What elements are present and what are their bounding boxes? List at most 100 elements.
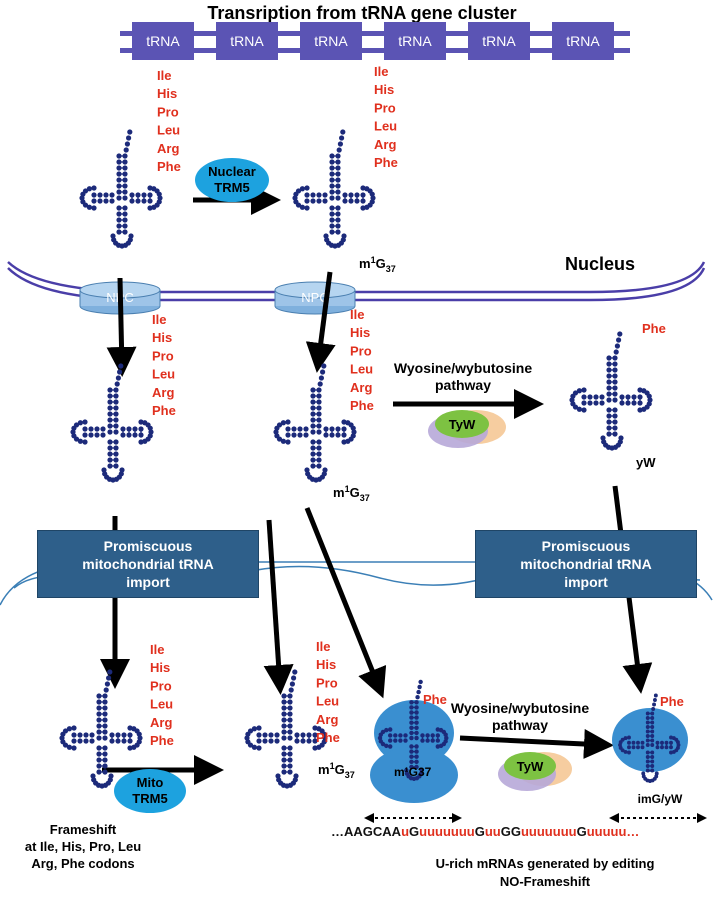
amino-acid-label: Leu xyxy=(157,123,180,138)
amino-acid-label: Ile xyxy=(374,64,388,79)
amino-acid-label: Leu xyxy=(374,119,397,134)
mrna-segment: G xyxy=(409,824,419,839)
npc-right-label: NPC xyxy=(301,290,328,305)
frameshift-line-3: Arg, Phe codons xyxy=(31,856,134,871)
mrna-segment: uuuuu… xyxy=(587,824,640,839)
trna-molecule xyxy=(292,129,376,249)
diagram-title: Transription from tRNA gene cluster xyxy=(207,3,516,23)
amino-acid-label: His xyxy=(374,82,394,97)
bottom-caption-1: U-rich mRNAs generated by editing xyxy=(436,856,655,871)
trna-molecule xyxy=(244,669,328,789)
amino-acid-label: Arg xyxy=(157,141,179,156)
amino-acid-label: Arg xyxy=(316,712,338,727)
mito-trm5-enzyme xyxy=(114,769,186,813)
trna-gene-label: tRNA xyxy=(398,33,432,49)
trna-molecule xyxy=(569,331,653,451)
amino-acid-label: Leu xyxy=(350,362,373,377)
npc-left xyxy=(79,281,161,315)
wyosine-pathway-label-cyto-2: pathway xyxy=(435,377,491,393)
trna-gene-box xyxy=(132,22,194,60)
mrna-segment: u xyxy=(401,824,409,839)
amino-acid-label: Arg xyxy=(374,137,396,152)
trna-gene-box xyxy=(552,22,614,60)
trna-molecule xyxy=(377,679,449,782)
nuclear-trm5-label-2: TRM5 xyxy=(214,180,249,195)
trna-gene-box xyxy=(384,22,446,60)
import-box-right-line-3: import xyxy=(564,574,608,590)
amino-acid-label: Leu xyxy=(150,697,173,712)
import-box-left-line-2: mitochondrial tRNA xyxy=(82,556,214,572)
arrow-wyosine-mito xyxy=(459,729,614,759)
import-box-left-line-1: Promiscuous xyxy=(103,538,193,554)
nuclear-trm5-enzyme xyxy=(195,158,269,202)
mito-trm5-label-2: TRM5 xyxy=(132,791,167,806)
mrna-sequence: …AAGCAAuGuuuuuuuGuuGGuuuuuuuGuuuuu… xyxy=(331,824,639,839)
amino-acid-label: Ile xyxy=(150,642,164,657)
m1g37-label-mito-blob: m¹G37 xyxy=(394,765,432,779)
mrna-segment: uu xyxy=(485,824,501,839)
m1g37-label-nuclear: m1G37 xyxy=(359,255,396,274)
arrows xyxy=(100,185,653,785)
m1g37-label-mito: m1G37 xyxy=(318,761,355,780)
mito-trm5-label-1: Mito xyxy=(137,775,164,790)
import-box-right-line-2: mitochondrial tRNA xyxy=(520,556,652,572)
amino-acid-label: Arg xyxy=(350,380,372,395)
amino-acid-label: His xyxy=(316,657,336,672)
amino-acid-label: Phe xyxy=(350,398,374,413)
mrna-segment: G xyxy=(475,824,485,839)
trna-molecule xyxy=(618,693,681,783)
wyosine-pathway-label-mito-1: Wyosine/wybutosine xyxy=(451,700,589,716)
amino-acid-label: Phe xyxy=(152,403,176,418)
amino-acid-label: Pro xyxy=(152,348,174,363)
trna-gene-label: tRNA xyxy=(566,33,600,49)
amino-acid-label: Leu xyxy=(152,367,175,382)
amino-acid-label: Phe xyxy=(374,155,398,170)
trna-gene-box xyxy=(216,22,278,60)
imgyw-label: imG/yW xyxy=(638,792,683,806)
tyw-label-cyto: TyW xyxy=(449,417,476,432)
amino-acid-label: Arg xyxy=(150,715,172,730)
amino-acid-label: Pro xyxy=(316,675,338,690)
amino-acid-label: His xyxy=(150,660,170,675)
trna-gene-label: tRNA xyxy=(314,33,348,49)
trna-gene-label: tRNA xyxy=(482,33,516,49)
tyw-label-mito: TyW xyxy=(517,759,544,774)
mrna-segment: G xyxy=(577,824,587,839)
arrow-left-export xyxy=(106,277,137,377)
amino-acid-label: Ile xyxy=(157,68,171,83)
amino-acid-label: Arg xyxy=(152,385,174,400)
frameshift-line-1: Frameshift xyxy=(50,822,117,837)
trna-gene-box xyxy=(300,22,362,60)
phe-label-mito-right: Phe xyxy=(660,694,684,709)
amino-acid-label: Pro xyxy=(157,104,179,119)
wyosine-pathway-label-cyto-1: Wyosine/wybutosine xyxy=(394,360,532,376)
trna-molecule xyxy=(273,363,357,483)
import-box-right: Promiscuous mitochondrial tRNA import xyxy=(475,530,697,598)
mito-blob-left xyxy=(370,700,458,803)
arrow-diagonal-import xyxy=(304,507,387,699)
amino-acid-label: Pro xyxy=(374,100,396,115)
trna-layer xyxy=(59,129,681,789)
amino-acid-lists: IleHisProLeuArgPheIleHisProLeuArgPheIleH… xyxy=(150,64,398,748)
mrna-segment: uuuuuuu xyxy=(419,824,475,839)
amino-acid-label: Pro xyxy=(350,343,372,358)
amino-acid-label: Phe xyxy=(157,159,181,174)
npc-right xyxy=(274,281,356,315)
arrow-right-export xyxy=(305,271,336,373)
wyosine-pathway-label-mito-2: pathway xyxy=(492,717,548,733)
trna-molecule xyxy=(79,129,163,249)
amino-acid-label: Phe xyxy=(150,733,174,748)
trna-molecule xyxy=(59,669,143,789)
import-box-left: Promiscuous mitochondrial tRNA import xyxy=(37,530,259,598)
tyw-complex-cyto xyxy=(428,410,506,448)
amino-acid-label: Phe xyxy=(316,730,340,745)
amino-acid-label: Ile xyxy=(350,307,364,322)
nuclear-trm5-label-1: Nuclear xyxy=(208,164,256,179)
phe-label-cyto: Phe xyxy=(642,321,666,336)
amino-acid-label: His xyxy=(152,330,172,345)
mrna-segment: …AAGCAA xyxy=(331,824,402,839)
amino-acid-label: Leu xyxy=(316,694,339,709)
import-box-left-line-3: import xyxy=(126,574,170,590)
